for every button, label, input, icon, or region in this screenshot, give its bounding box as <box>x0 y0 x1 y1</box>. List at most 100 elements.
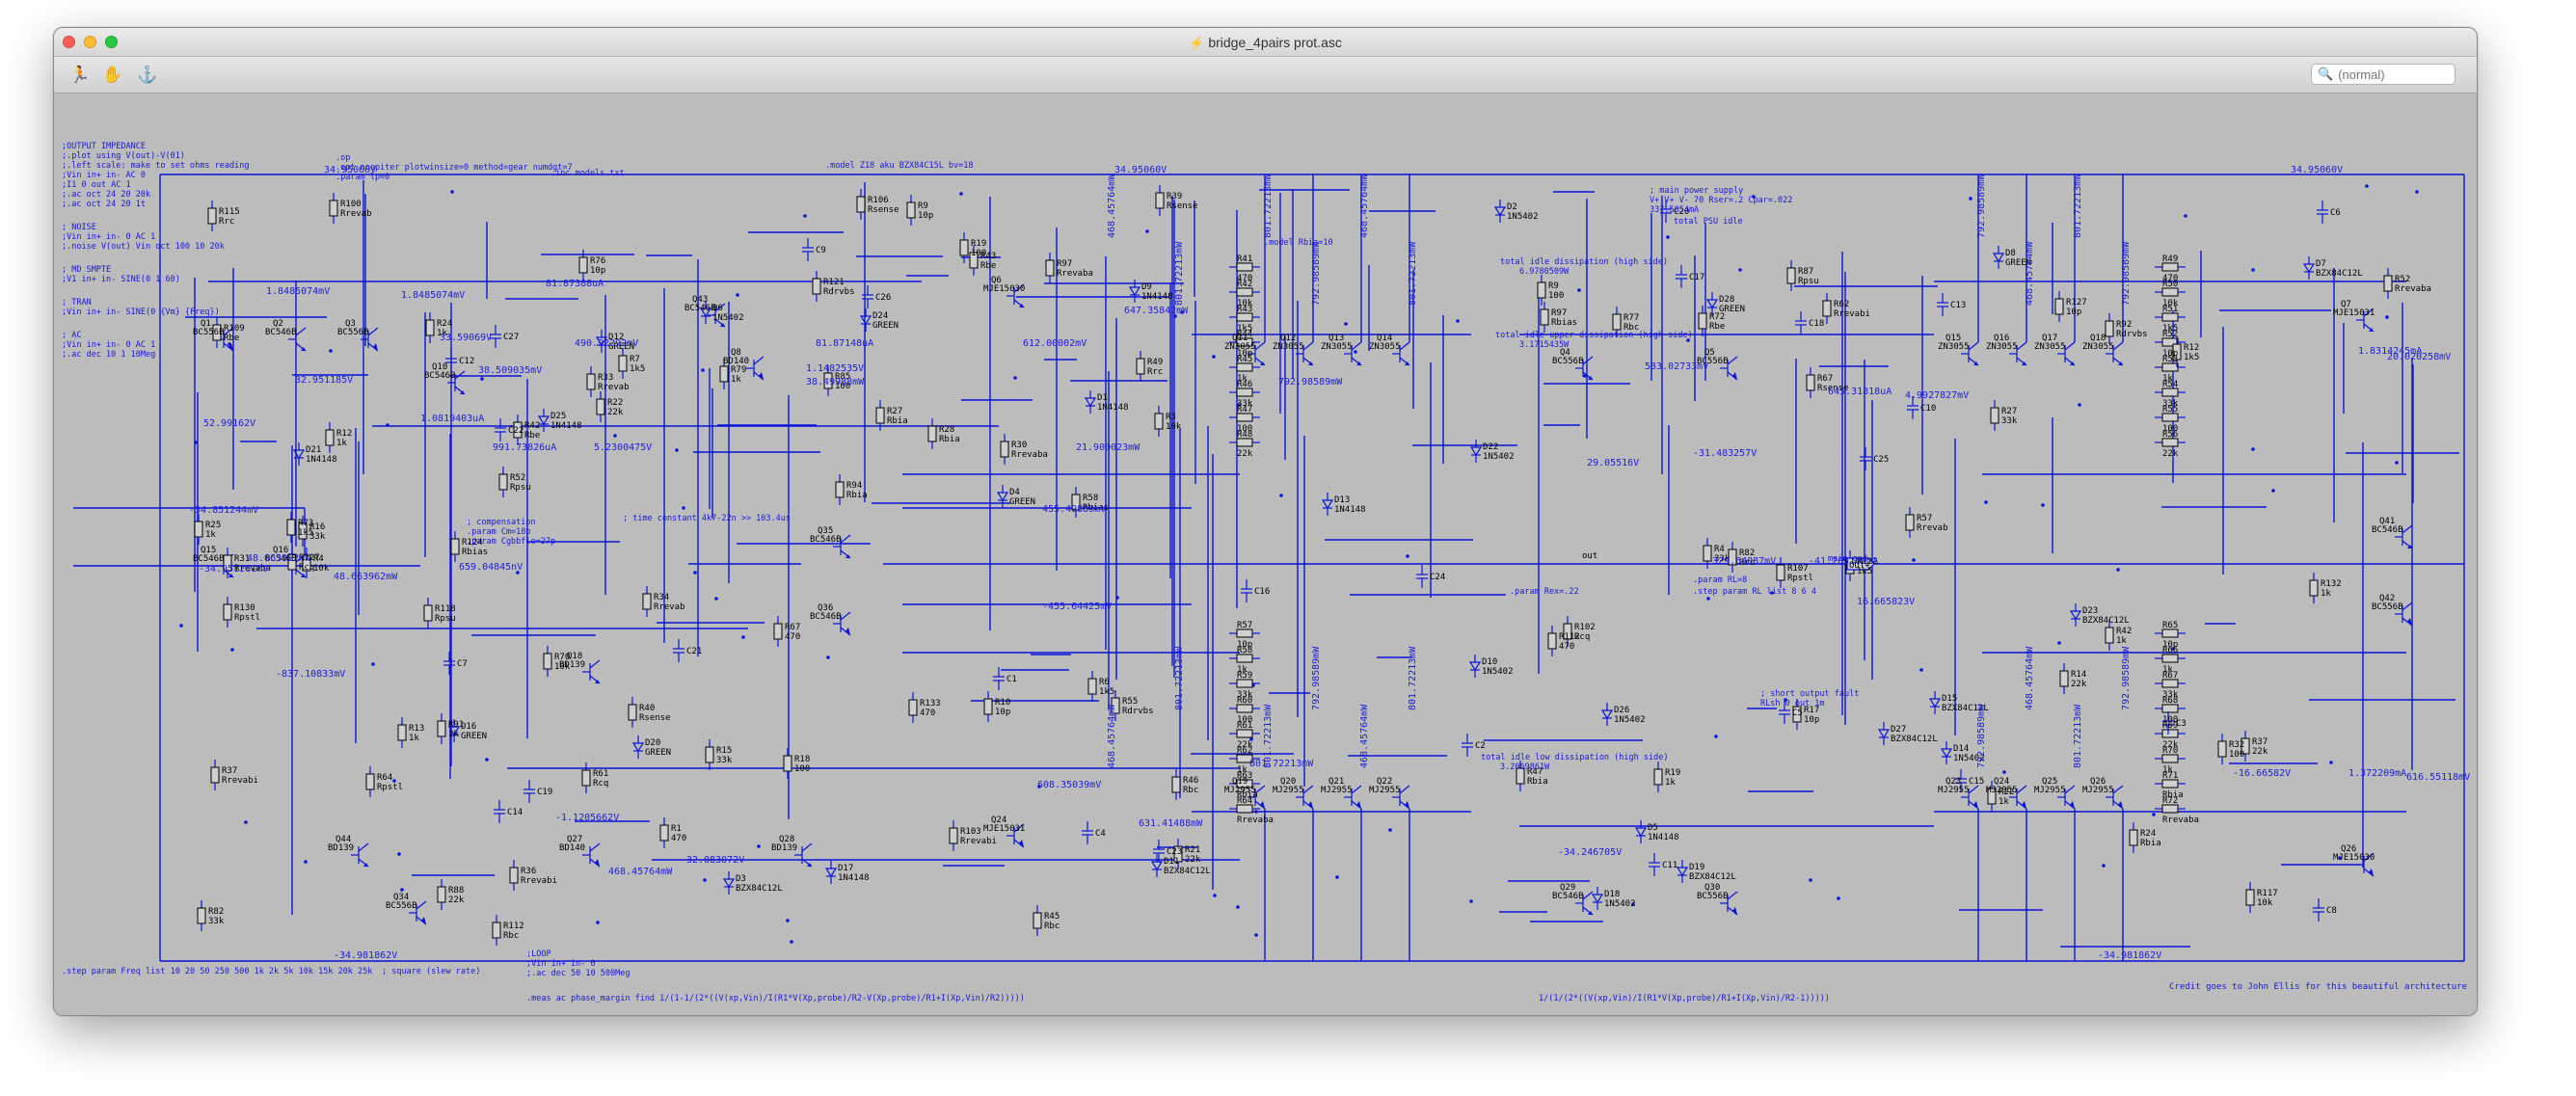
resistor[interactable] <box>2155 262 2186 272</box>
resistor[interactable] <box>1786 260 1796 291</box>
transistor-collector[interactable] <box>1254 341 1266 351</box>
diode[interactable] <box>2302 256 2316 280</box>
transistor-arrow[interactable] <box>1588 376 1593 380</box>
transistor[interactable] <box>1720 891 1738 916</box>
resistor[interactable] <box>2155 654 2186 663</box>
resistor[interactable] <box>298 516 308 547</box>
transistor-arrow[interactable] <box>301 347 306 351</box>
junction-dot[interactable] <box>1686 338 1690 342</box>
junction-dot[interactable] <box>1456 319 1460 323</box>
resistor[interactable] <box>450 531 460 562</box>
resistor-body[interactable] <box>423 604 433 622</box>
resistor[interactable] <box>223 597 232 628</box>
transistor-arrow[interactable] <box>1019 304 1024 307</box>
capacitor[interactable] <box>1779 701 1790 724</box>
resistor[interactable] <box>581 762 591 793</box>
resistor[interactable] <box>1229 362 1260 372</box>
resistor-body[interactable] <box>1990 407 1999 424</box>
resistor-body[interactable] <box>2217 740 2227 758</box>
transistor-collector[interactable] <box>1254 785 1266 794</box>
diode[interactable] <box>1928 691 1942 714</box>
transistor[interactable] <box>1344 341 1362 366</box>
resistor-body[interactable] <box>2161 362 2179 372</box>
junction-dot[interactable] <box>1406 554 1409 558</box>
resistor-body[interactable] <box>2161 654 2179 663</box>
junction-dot[interactable] <box>757 844 761 848</box>
diode[interactable] <box>1084 390 1097 414</box>
resistor[interactable] <box>949 820 958 851</box>
diode[interactable] <box>722 871 736 895</box>
transistor[interactable] <box>2009 785 2027 810</box>
transistor-arrow[interactable] <box>1019 840 1024 847</box>
resistor-body[interactable] <box>2105 627 2114 644</box>
out-port[interactable] <box>1846 557 1875 571</box>
diode[interactable] <box>1676 860 1689 883</box>
resistor[interactable] <box>1229 704 1260 713</box>
diode[interactable] <box>631 735 645 759</box>
diode[interactable] <box>1493 200 1507 223</box>
junction-dot[interactable] <box>1212 355 1216 359</box>
junction-dot[interactable] <box>1115 596 1119 600</box>
junction-dot[interactable] <box>2116 568 2120 572</box>
diode-body[interactable] <box>1084 397 1097 408</box>
resistor-body[interactable] <box>1806 374 1815 391</box>
resistor[interactable] <box>823 365 833 396</box>
resistor[interactable] <box>1229 337 1260 347</box>
resistor-body[interactable] <box>498 473 508 491</box>
resistor-body[interactable] <box>437 886 446 903</box>
transistor[interactable] <box>288 327 307 352</box>
resistor-body[interactable] <box>983 698 993 715</box>
diode-body[interactable] <box>1128 286 1141 297</box>
junction-dot[interactable] <box>741 635 745 639</box>
junction-dot[interactable] <box>1180 310 1184 314</box>
resistor[interactable] <box>1000 434 1009 465</box>
junction-dot[interactable] <box>397 852 401 856</box>
resistor-body[interactable] <box>642 593 652 610</box>
resistor[interactable] <box>286 512 296 543</box>
transistor-arrow[interactable] <box>373 343 378 351</box>
resistor[interactable] <box>1154 406 1164 437</box>
resistor[interactable] <box>1229 804 1260 814</box>
resistor[interactable] <box>2155 413 2186 422</box>
resistor[interactable] <box>1612 307 1622 337</box>
transistor-arrow[interactable] <box>2118 801 2123 809</box>
resistor[interactable] <box>498 467 508 497</box>
resistor-body[interactable] <box>1905 514 1915 531</box>
resistor-body[interactable] <box>2161 413 2179 422</box>
resistor[interactable] <box>719 359 729 389</box>
transistor[interactable] <box>2395 601 2413 627</box>
resistor[interactable] <box>856 189 866 220</box>
diode-body[interactable] <box>447 726 461 736</box>
resistor[interactable] <box>628 697 637 728</box>
resistor-body[interactable] <box>581 769 591 787</box>
junction-dot[interactable] <box>1919 668 1923 672</box>
resistor[interactable] <box>1905 507 1915 538</box>
resistor-body[interactable] <box>875 407 885 424</box>
junction-dot[interactable] <box>1469 899 1473 903</box>
junction-dot[interactable] <box>386 423 389 427</box>
diode[interactable] <box>1992 246 2005 269</box>
transistor-collector[interactable] <box>2064 785 2076 794</box>
resistor[interactable] <box>705 739 714 770</box>
transistor-arrow[interactable] <box>595 859 600 867</box>
resistor[interactable] <box>1229 262 1260 272</box>
resistor-body[interactable] <box>773 623 783 640</box>
resistor-body[interactable] <box>425 319 435 336</box>
resistor[interactable] <box>927 418 937 449</box>
junction-dot[interactable] <box>329 349 333 353</box>
transistor-collector[interactable] <box>2016 785 2027 794</box>
resistor[interactable] <box>1537 275 1546 306</box>
junction-dot[interactable] <box>1254 933 1258 937</box>
diode[interactable] <box>1591 887 1604 910</box>
junction-dot[interactable] <box>2251 268 2255 272</box>
transistor[interactable] <box>1248 785 1266 810</box>
resistor-body[interactable] <box>2309 579 2319 597</box>
capacitor[interactable] <box>495 418 506 441</box>
transistor[interactable] <box>1296 341 1314 366</box>
junction-dot[interactable] <box>1254 810 1258 814</box>
resistor-body[interactable] <box>509 867 519 884</box>
transistor[interactable] <box>2057 341 2076 366</box>
transistor-collector[interactable] <box>753 356 765 365</box>
diode[interactable] <box>1940 741 1953 764</box>
resistor-body[interactable] <box>618 355 628 372</box>
